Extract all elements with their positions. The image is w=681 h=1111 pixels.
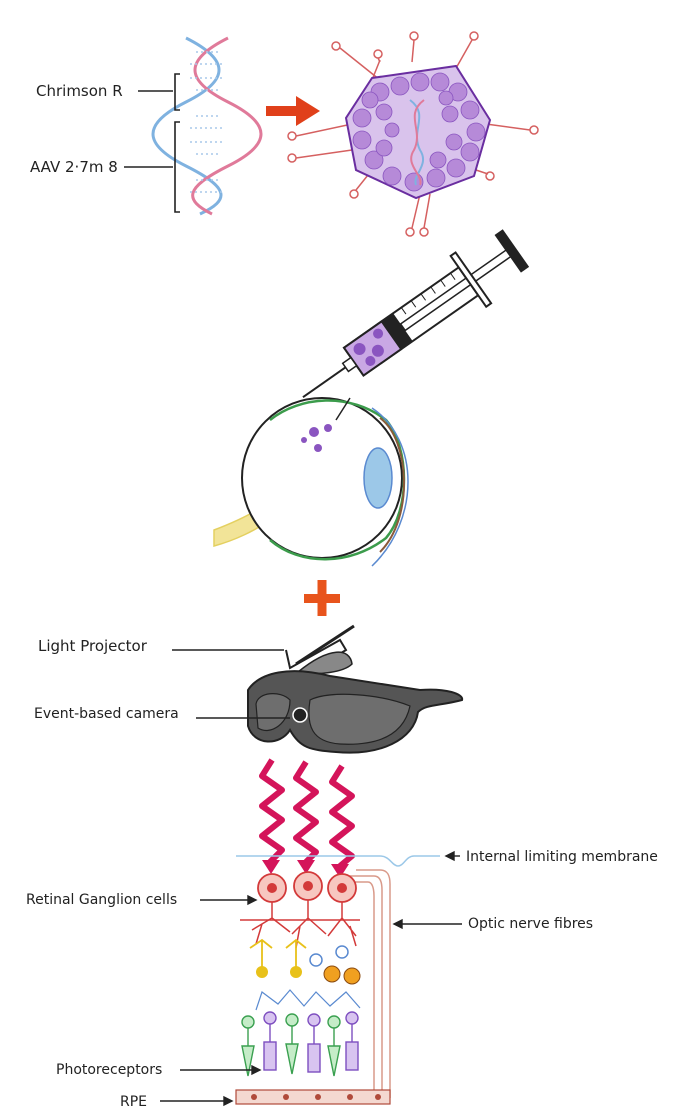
rpe-label: RPE — [120, 1094, 147, 1110]
event-camera-label: Event-based camera — [34, 706, 179, 722]
goggles-icon — [248, 626, 462, 753]
red-arrow-icon — [266, 96, 320, 126]
eye-icon — [214, 398, 408, 566]
syringe-icon — [285, 223, 534, 423]
light-projector-label: Light Projector — [38, 637, 148, 655]
rgc-label: Retinal Ganglion cells — [26, 892, 177, 908]
aav-capsid-icon — [288, 32, 538, 236]
dna-helix — [153, 38, 261, 214]
retina-cross-section — [236, 856, 440, 1104]
photoreceptor-cells — [242, 1012, 358, 1076]
optic-fibres-label: Optic nerve fibres — [468, 916, 593, 932]
chrimson-label: Chrimson R — [36, 82, 123, 100]
aav-label: AAV 2·7m 8 — [30, 158, 118, 176]
light-waves — [262, 760, 352, 866]
plus-icon — [304, 580, 340, 616]
ilm-label: Internal limiting membrane — [466, 849, 658, 865]
dna-brackets — [124, 74, 180, 212]
photoreceptors-label: Photoreceptors — [56, 1062, 162, 1078]
